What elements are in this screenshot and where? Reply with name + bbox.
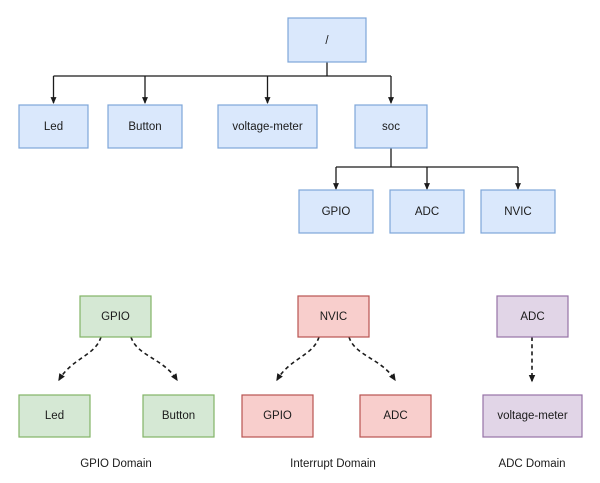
interrupt-domain-node-gpio-box[interactable] <box>241 394 314 438</box>
tree-node-button-label: Button <box>128 121 161 133</box>
tree-node-root-label: / <box>325 35 329 47</box>
edge-nvic-to-adc <box>348 336 396 382</box>
tree-node-voltage-meter-box[interactable] <box>217 104 318 149</box>
gpio-domain-node-gpio-label: GPIO <box>101 311 130 323</box>
gpio-domain-edges <box>58 336 178 382</box>
tree-node-soc-gpio-box[interactable] <box>298 189 374 234</box>
gpio-domain-node-led-box[interactable] <box>18 394 91 438</box>
interrupt-domain-node-adc[interactable]: ADC <box>359 394 432 438</box>
tree-node-soc-adc-label: ADC <box>415 206 439 218</box>
gpio-domain-caption: GPIO Domain <box>80 458 152 470</box>
edge-nvic-to-gpio <box>276 336 320 382</box>
tree-node-soc-nvic-box[interactable] <box>480 189 556 234</box>
tree-node-voltage-meter[interactable]: voltage-meter <box>217 104 318 149</box>
tree-node-soc[interactable]: soc <box>354 104 428 149</box>
interrupt-domain-node-adc-label: ADC <box>383 410 407 422</box>
tree-node-soc-nvic[interactable]: NVIC <box>480 189 556 234</box>
edge-gpio-to-button <box>130 336 178 382</box>
tree-node-root[interactable]: / <box>287 17 367 63</box>
adc-domain-node-voltage-meter-label: voltage-meter <box>497 410 567 422</box>
interrupt-domain-node-nvic[interactable]: NVIC <box>297 295 370 338</box>
gpio-domain-node-button[interactable]: Button <box>142 394 215 438</box>
interrupt-domain-caption: Interrupt Domain <box>290 458 376 470</box>
tree-node-root-box[interactable] <box>287 17 367 63</box>
interrupt-domain-node-nvic-box[interactable] <box>297 295 370 338</box>
tree-node-button-box[interactable] <box>107 104 183 149</box>
gpio-domain-node-gpio-box[interactable] <box>79 295 152 338</box>
interrupt-domain-edges <box>276 336 396 382</box>
interrupt-domain-node-gpio[interactable]: GPIO <box>241 394 314 438</box>
tree-node-soc-nvic-label: NVIC <box>504 206 531 218</box>
interrupt-domain-node-adc-box[interactable] <box>359 394 432 438</box>
adc-domain-node-voltage-meter-box[interactable] <box>482 394 583 438</box>
tree-edges <box>50 62 521 190</box>
tree-node-led[interactable]: Led <box>18 104 89 149</box>
tree-node-soc-gpio[interactable]: GPIO <box>298 189 374 234</box>
edge-gpio-to-led <box>58 336 102 382</box>
adc-domain-node-adc[interactable]: ADC <box>496 295 569 338</box>
tree-node-led-box[interactable] <box>18 104 89 149</box>
tree-node-soc-label: soc <box>382 121 400 133</box>
tree-node-soc-gpio-label: GPIO <box>322 206 351 218</box>
tree-node-voltage-meter-label: voltage-meter <box>232 121 302 133</box>
gpio-domain-node-led-label: Led <box>45 410 64 422</box>
gpio-domain-node-button-box[interactable] <box>142 394 215 438</box>
adc-domain-caption: ADC Domain <box>498 458 565 470</box>
gpio-domain-node-gpio[interactable]: GPIO <box>79 295 152 338</box>
tree-node-led-label: Led <box>44 121 63 133</box>
adc-domain-node-adc-box[interactable] <box>496 295 569 338</box>
tree-node-soc-adc-box[interactable] <box>389 189 465 234</box>
gpio-domain-node-button-label: Button <box>162 410 195 422</box>
adc-domain-node-voltage-meter[interactable]: voltage-meter <box>482 394 583 438</box>
tree-node-soc-adc[interactable]: ADC <box>389 189 465 234</box>
tree-node-button[interactable]: Button <box>107 104 183 149</box>
interrupt-domain-node-gpio-label: GPIO <box>263 410 292 422</box>
adc-domain-node-adc-label: ADC <box>520 311 544 323</box>
tree-node-soc-box[interactable] <box>354 104 428 149</box>
gpio-domain-node-led[interactable]: Led <box>18 394 91 438</box>
interrupt-domain-node-nvic-label: NVIC <box>320 311 347 323</box>
